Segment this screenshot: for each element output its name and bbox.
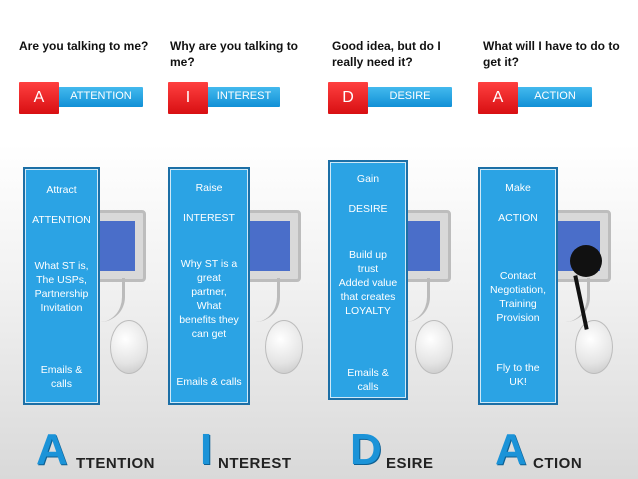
- card-line: Raise: [173, 181, 245, 195]
- card-line: Attract: [28, 183, 95, 197]
- mouse-icon: [415, 320, 453, 374]
- card-line: Added value: [333, 276, 403, 290]
- card-line: partner,: [173, 285, 245, 299]
- card-desire: Gain DESIRE Build up trust Added value t…: [328, 160, 408, 400]
- card-line: that creates: [333, 290, 403, 304]
- card-line: trust: [333, 262, 403, 276]
- tab-letter: A: [478, 82, 518, 114]
- card-line: benefits they: [173, 313, 245, 327]
- card-line: Negotiation,: [483, 283, 553, 297]
- footer-word: NTEREST: [218, 455, 292, 472]
- card-line: Emails &: [28, 363, 95, 377]
- card-line: Partnership: [28, 287, 95, 301]
- tab-letter: I: [168, 82, 208, 114]
- card-line: Gain: [333, 172, 403, 186]
- footer-initial: D: [350, 428, 382, 472]
- card-line: Provision: [483, 311, 553, 325]
- card-line: Build up: [333, 248, 403, 262]
- card-line: INTEREST: [173, 211, 245, 225]
- card-line: ATTENTION: [28, 213, 95, 227]
- card-line: Why ST is a: [173, 257, 245, 271]
- tab-interest: INTEREST I: [168, 82, 280, 114]
- card-line: Contact: [483, 269, 553, 283]
- card-line: Emails &: [333, 366, 403, 380]
- card-line: The USPs,: [28, 273, 95, 287]
- card-line: UK!: [483, 375, 553, 389]
- card-line: ACTION: [483, 211, 553, 225]
- footer-word: TTENTION: [76, 455, 155, 472]
- footer-word: ESIRE: [386, 455, 434, 472]
- card-line: Training: [483, 297, 553, 311]
- footer-initial: I: [200, 428, 212, 472]
- stick-figure-head-icon: [570, 245, 602, 277]
- tab-action: ACTION A: [478, 82, 592, 114]
- card-line: What ST is,: [28, 259, 95, 273]
- card-line: Emails & calls: [173, 375, 245, 389]
- card-line: Fly to the: [483, 361, 553, 375]
- question-attention: Are you talking to me?: [19, 38, 164, 54]
- card-line: DESIRE: [333, 202, 403, 216]
- card-line: calls: [28, 377, 95, 391]
- mouse-icon: [110, 320, 148, 374]
- card-line: great: [173, 271, 245, 285]
- tab-letter: D: [328, 82, 368, 114]
- card-line: can get: [173, 327, 245, 341]
- card-interest: Raise INTEREST Why ST is a great partner…: [168, 167, 250, 405]
- card-line: What: [173, 299, 245, 313]
- card-attention: Attract ATTENTION What ST is, The USPs, …: [23, 167, 100, 405]
- tab-desire: DESIRE D: [328, 82, 452, 114]
- mouse-icon: [575, 320, 613, 374]
- card-line: calls: [333, 380, 403, 394]
- mouse-icon: [265, 320, 303, 374]
- question-interest: Why are you talking to me?: [170, 38, 315, 70]
- question-desire: Good idea, but do I really need it?: [332, 38, 472, 70]
- card-line: Invitation: [28, 301, 95, 315]
- question-action: What will I have to do to get it?: [483, 38, 623, 70]
- tab-letter: A: [19, 82, 59, 114]
- footer-word: CTION: [533, 455, 582, 472]
- footer-initial: A: [495, 428, 527, 472]
- footer-initial: A: [36, 428, 68, 472]
- card-line: LOYALTY: [333, 304, 403, 318]
- card-line: Make: [483, 181, 553, 195]
- card-action: Make ACTION Contact Negotiation, Trainin…: [478, 167, 558, 405]
- tab-attention: ATTENTION A: [19, 82, 143, 114]
